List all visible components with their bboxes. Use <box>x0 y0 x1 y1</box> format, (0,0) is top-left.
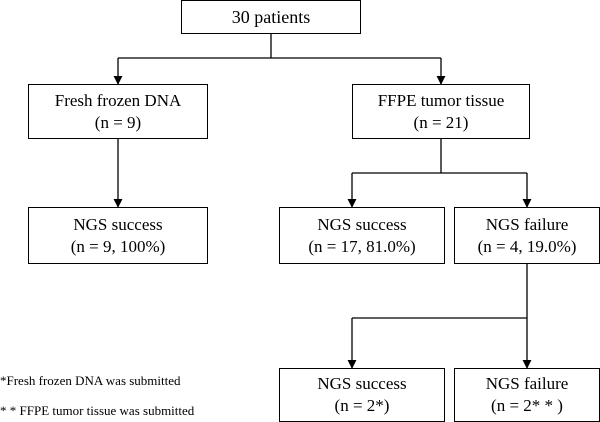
footnote-ffpe: * * FFPE tumor tissue was submitted <box>0 403 195 418</box>
node-label: 30 patients <box>231 7 311 27</box>
node-label: NGS success <box>73 214 163 234</box>
node-fresh-frozen-dna: Fresh frozen DNA (n = 9) <box>28 84 208 139</box>
node-count: (n = 2* * ) <box>491 396 563 415</box>
node-label: Fresh frozen DNA <box>54 90 182 110</box>
node-retry-ngs-failure: NGS failure (n = 2* * ) <box>454 368 600 422</box>
node-count: (n = 2*) <box>334 396 390 415</box>
node-label: FFPE tumor tissue <box>377 90 505 110</box>
node-ffpe-tumor-tissue: FFPE tumor tissue (n = 21) <box>352 84 530 139</box>
node-fresh-ngs-success: NGS success (n = 9, 100%) <box>28 207 208 264</box>
node-label: NGS success <box>317 374 407 393</box>
node-count: (n = 9) <box>94 112 142 132</box>
node-ffpe-ngs-success: NGS success (n = 17, 81.0%) <box>279 207 445 264</box>
node-count: (n = 17, 81.0%) <box>308 236 416 256</box>
node-retry-ngs-success: NGS success (n = 2*) <box>279 368 445 422</box>
node-label: NGS success <box>317 214 407 234</box>
node-30-patients: 30 patients <box>181 0 361 34</box>
node-count: (n = 4, 19.0%) <box>477 236 577 256</box>
node-ffpe-ngs-failure: NGS failure (n = 4, 19.0%) <box>454 207 600 264</box>
footnote-fresh-frozen: *Fresh frozen DNA was submitted <box>0 373 181 388</box>
node-label: NGS failure <box>485 374 569 393</box>
node-label: NGS failure <box>485 214 569 234</box>
node-count: (n = 21) <box>413 112 469 132</box>
node-count: (n = 9, 100%) <box>70 236 166 256</box>
